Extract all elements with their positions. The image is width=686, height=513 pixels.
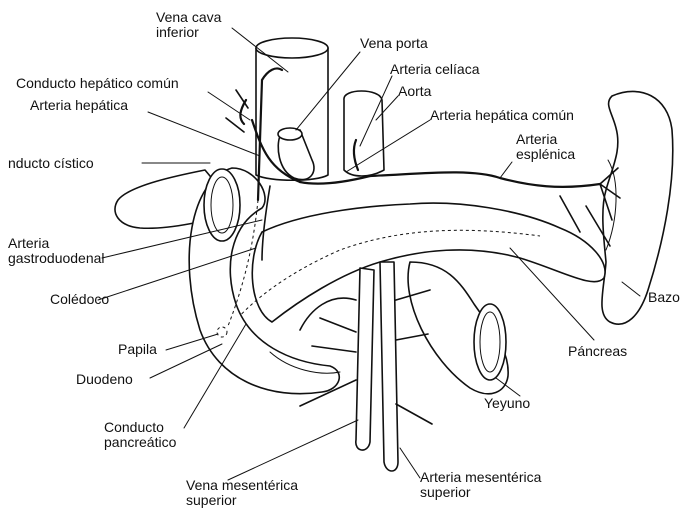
label-conducto-hepatico-comun: Conducto hepático común (16, 76, 179, 91)
label-vena-porta: Vena porta (360, 36, 428, 51)
label-arteria-esplenica: Arteria esplénica (516, 132, 575, 162)
label-vena-mesenterica-superior: Vena mesentérica superior (186, 478, 298, 508)
jejunum-cut-end (474, 304, 506, 380)
label-arteria-hepatica: Arteria hepática (30, 98, 128, 113)
label-yeyuno: Yeyuno (484, 396, 530, 411)
splenic-artery (370, 172, 600, 187)
label-conducto-pancreatico: Conducto pancreático (104, 420, 176, 450)
label-pancreas: Páncreas (568, 344, 627, 359)
label-arteria-celiaca: Arteria celíaca (390, 62, 479, 77)
label-conducto-cistico: nducto cístico (8, 156, 94, 171)
label-arteria-gastroduodenal: Arteria gastroduodenal (8, 236, 105, 266)
label-coledoco: Colédoco (50, 292, 109, 307)
label-papila: Papila (118, 342, 157, 357)
aorta (344, 91, 384, 176)
label-duodeno: Duodeno (76, 372, 133, 387)
superior-mesenteric-vein (356, 268, 374, 450)
label-bazo: Bazo (648, 290, 680, 305)
superior-mesenteric-artery (380, 262, 398, 471)
label-vena-cava-inferior: Vena cava inferior (156, 10, 221, 40)
label-aorta: Aorta (398, 84, 431, 99)
label-arteria-hepatica-comun: Arteria hepática común (430, 108, 574, 123)
label-arteria-mesenterica-superior: Arteria mesentérica superior (420, 470, 541, 500)
duodenum-cut-end (204, 169, 240, 241)
